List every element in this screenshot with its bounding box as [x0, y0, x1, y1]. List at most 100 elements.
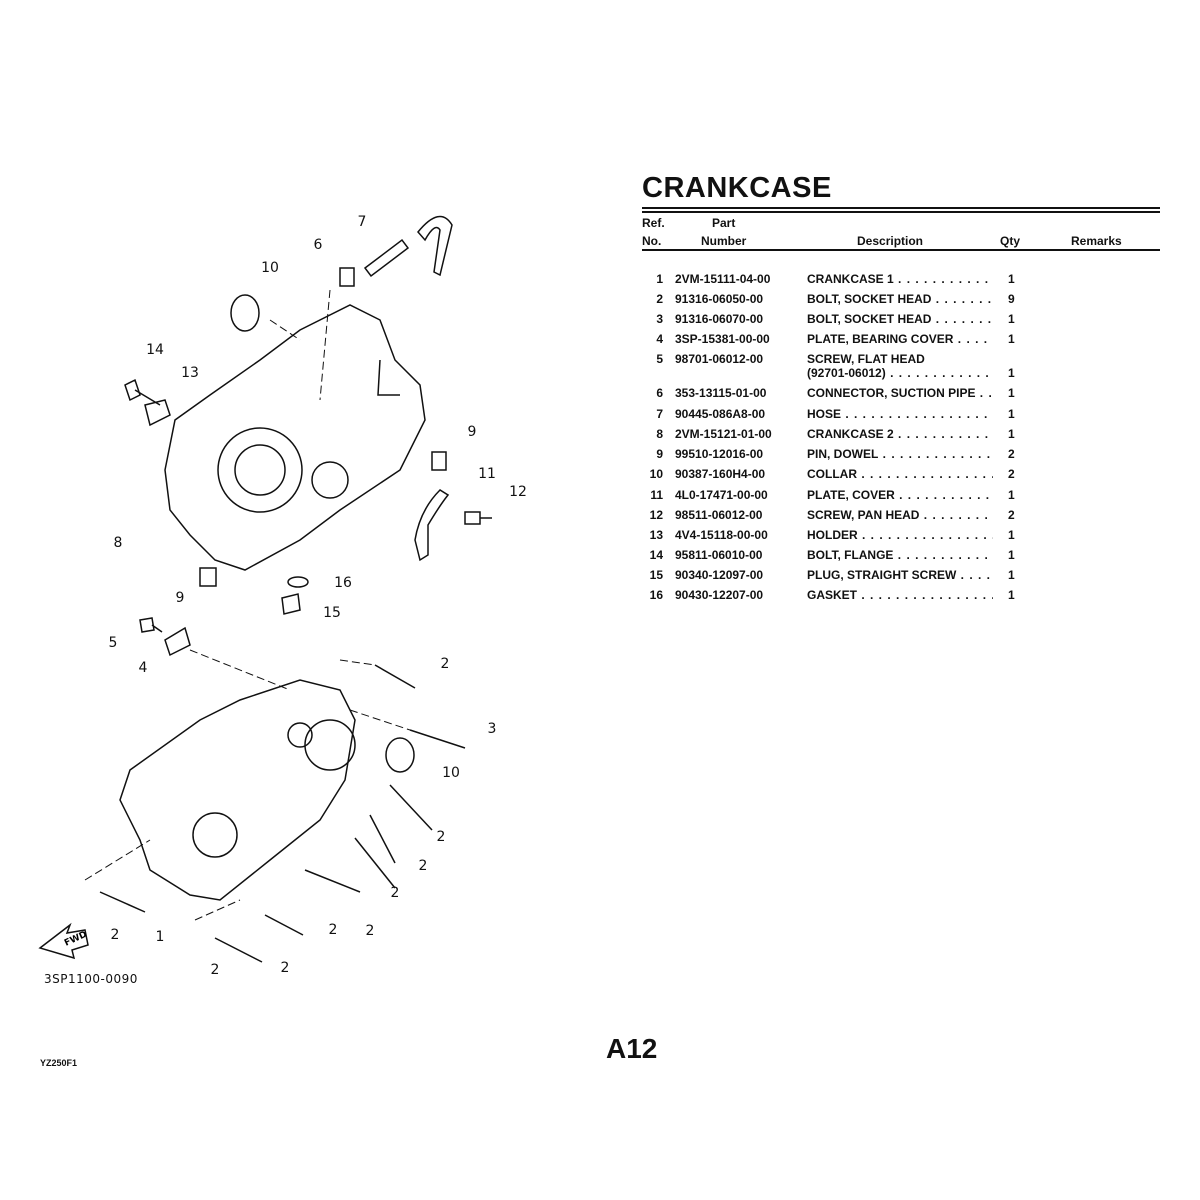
description: SCREW, PAN HEAD: [807, 507, 993, 523]
quantity: 1: [1008, 588, 1015, 602]
part-number: 3SP-15381-00-00: [675, 332, 770, 346]
title-rule-bottom: [642, 211, 1160, 213]
ref-number: 14: [649, 548, 663, 562]
callout-number: 11: [478, 466, 496, 482]
description: BOLT, SOCKET HEAD: [807, 311, 993, 327]
callout-number: 14: [146, 342, 164, 358]
description-line-2: (92701-06012): [807, 365, 993, 381]
callout-number: 3: [487, 721, 497, 737]
header-ref-top: Ref.: [642, 216, 665, 230]
plug-part: [281, 593, 301, 615]
callout-number: 1: [155, 929, 165, 945]
quantity: 1: [1008, 272, 1015, 286]
header-ref-bottom: No.: [642, 234, 662, 248]
header-part-top: Part: [712, 216, 736, 230]
part-number: 4L0-17471-00-00: [675, 488, 768, 502]
ref-number: 8: [656, 427, 663, 441]
title-rule-top: [642, 207, 1160, 209]
ref-number: 2: [656, 292, 663, 306]
page-title: CRANKCASE: [642, 172, 832, 204]
diagram-code: 3SP1100-0090: [44, 972, 138, 986]
quantity: 1: [1008, 427, 1015, 441]
description: PIN, DOWEL: [807, 446, 993, 462]
ref-number: 11: [650, 488, 663, 502]
ref-number: 10: [649, 467, 663, 481]
description: BOLT, FLANGE: [807, 547, 993, 563]
header-part-bottom: Number: [701, 234, 747, 248]
ref-number: 9: [656, 447, 663, 461]
quantity: 1: [1008, 488, 1015, 502]
callout-number: 9: [467, 424, 477, 440]
callout-number: 2: [390, 885, 400, 901]
connector-part: [339, 267, 355, 287]
collar-part-2: [385, 737, 415, 773]
part-number: 95811-06010-00: [675, 548, 763, 562]
description: SCREW, FLAT HEAD: [807, 352, 925, 366]
ref-number: 12: [649, 508, 663, 522]
callout-number: 16: [334, 575, 352, 591]
callout-number: 4: [138, 660, 148, 676]
gasket-part: [287, 576, 309, 588]
description: HOLDER: [807, 527, 993, 543]
callout-number: 15: [323, 605, 341, 621]
quantity: 2: [1008, 447, 1015, 461]
pan-screw-part: [464, 511, 492, 525]
part-number: 2VM-15111-04-00: [675, 272, 771, 286]
page-number: A12: [606, 1033, 658, 1064]
dowel-pin-part-2: [199, 567, 217, 587]
quantity: 1: [1008, 568, 1015, 582]
description: PLUG, STRAIGHT SCREW: [807, 567, 993, 583]
model-code: YZ250F1: [40, 1058, 78, 1068]
ref-number: 16: [649, 588, 663, 602]
header-remarks: Remarks: [1071, 234, 1122, 248]
description: CRANKCASE 2: [807, 426, 993, 442]
part-number: 90445-086A8-00: [675, 407, 766, 421]
crankcase-2-part: [164, 304, 426, 571]
callout-number: 2: [280, 960, 290, 976]
ref-number: 1: [656, 272, 663, 286]
header-description: Description: [857, 234, 924, 248]
description: CONNECTOR, SUCTION PIPE: [807, 385, 993, 401]
description: BOLT, SOCKET HEAD: [807, 291, 993, 307]
quantity: 1: [1008, 407, 1015, 421]
dowel-pin-part: [431, 451, 447, 471]
callout-number: 2: [365, 923, 375, 939]
part-number: 91316-06070-00: [675, 312, 764, 326]
part-number: 98511-06012-00: [675, 508, 763, 522]
callout-number: 2: [210, 962, 220, 978]
part-number: 90430-12207-00: [675, 588, 764, 602]
flange-bolt-part: [124, 378, 161, 406]
quantity: 1: [1008, 366, 1015, 380]
callout-number: 2: [436, 829, 446, 845]
bearing-cover-plate-part: [164, 626, 191, 657]
ref-number: 4: [656, 332, 663, 346]
hose-part: [363, 238, 410, 278]
callout-number: 2: [328, 922, 338, 938]
callout-number: 6: [313, 237, 323, 253]
description: HOSE: [807, 406, 993, 422]
ref-number: 13: [649, 528, 663, 542]
callout-number: 9: [175, 590, 185, 606]
flat-screw-part: [139, 617, 163, 633]
callout-number: 7: [357, 214, 367, 230]
ref-number: 5: [656, 352, 663, 366]
part-number: 98701-06012-00: [675, 352, 764, 366]
callout-number: 2: [440, 656, 450, 672]
description: COLLAR: [807, 466, 993, 482]
description: CRANKCASE 1: [807, 271, 993, 287]
callout-number: 5: [108, 635, 118, 651]
callout-number: 2: [418, 858, 428, 874]
quantity: 1: [1008, 528, 1015, 542]
callout-number: 10: [442, 765, 460, 781]
